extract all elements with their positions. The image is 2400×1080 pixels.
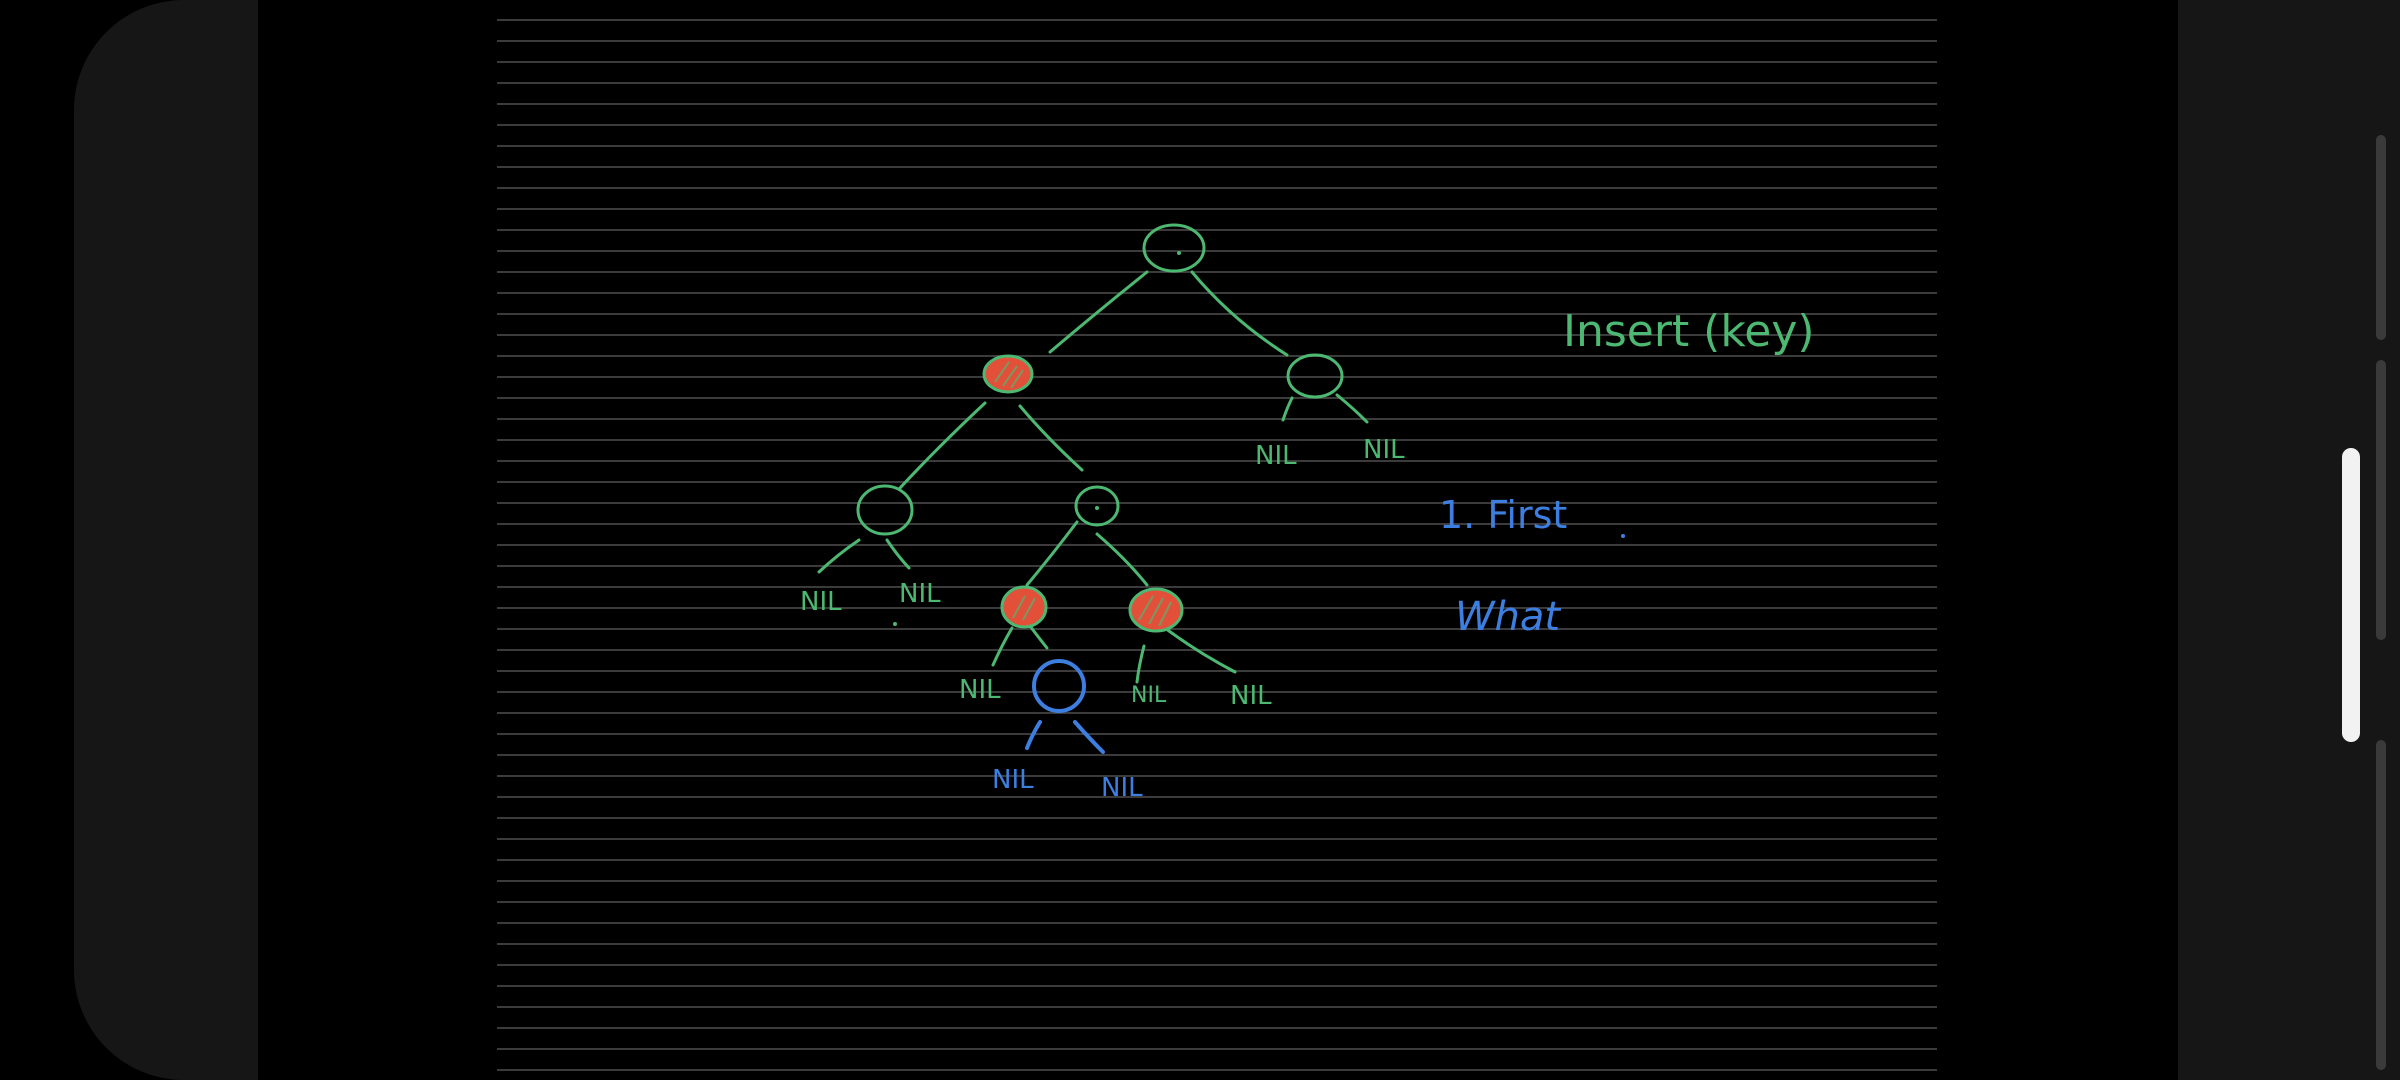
tree-edges bbox=[817, 270, 1369, 684]
nil-label: NIL bbox=[1363, 435, 1405, 465]
node-root bbox=[1142, 223, 1206, 273]
nil-label: NIL bbox=[992, 765, 1034, 795]
edge-lrl-new bbox=[1028, 624, 1049, 650]
dot-root bbox=[1177, 251, 1181, 255]
edge-new-nil2 bbox=[1073, 720, 1105, 754]
node-lrl-red bbox=[1000, 585, 1048, 629]
scroll-track-top bbox=[2376, 135, 2386, 340]
left-side-panel bbox=[74, 0, 258, 1080]
edge-lr-lrr bbox=[1095, 532, 1149, 587]
edge-lrl-nil bbox=[991, 626, 1014, 667]
nil-label: NIL bbox=[959, 675, 1001, 705]
nil-label: NIL bbox=[1230, 681, 1272, 711]
whiteboard-video[interactable]: NIL NIL NIL NIL NIL NIL NIL NIL NIL Inse… bbox=[497, 0, 1937, 1080]
edge-root-right bbox=[1190, 270, 1289, 357]
board-question: What bbox=[1455, 594, 1561, 640]
nil-label: NIL bbox=[899, 579, 941, 609]
edge-right-nil2 bbox=[1335, 393, 1369, 424]
board-title: Insert (key) bbox=[1563, 306, 1815, 357]
dot-lr bbox=[1095, 506, 1099, 510]
edge-root-left bbox=[1048, 270, 1149, 354]
edge-left-leftright bbox=[1018, 404, 1084, 472]
scrollbar-thumb[interactable] bbox=[2342, 448, 2360, 742]
tree-nodes bbox=[856, 223, 1344, 633]
scroll-track-middle bbox=[2376, 360, 2386, 640]
node-right bbox=[1286, 353, 1344, 399]
edge-right-nil1 bbox=[1281, 396, 1294, 422]
nil-labels: NIL NIL NIL NIL NIL NIL NIL NIL NIL bbox=[800, 435, 1405, 803]
nil-label: NIL bbox=[1101, 773, 1143, 803]
edge-lrr-nil2 bbox=[1163, 626, 1237, 674]
dot-after-first bbox=[1621, 534, 1625, 538]
ruled-lines bbox=[497, 19, 1937, 1071]
node-left-left bbox=[856, 484, 914, 536]
edge-left-leftleft bbox=[898, 401, 987, 490]
dot-under-nil bbox=[893, 622, 897, 626]
whiteboard-canvas: NIL NIL NIL NIL NIL NIL NIL NIL NIL Inse… bbox=[497, 19, 1937, 1071]
node-inserted bbox=[1032, 659, 1086, 713]
scroll-track-bottom bbox=[2376, 740, 2386, 1070]
nil-label: NIL bbox=[1131, 683, 1167, 708]
node-left-right bbox=[1074, 485, 1120, 527]
nil-label: NIL bbox=[800, 587, 842, 617]
edge-new-nil1 bbox=[1025, 720, 1042, 750]
inserted-subtree bbox=[1025, 659, 1105, 754]
board-step: 1. First bbox=[1439, 493, 1567, 537]
edge-ll-nil1 bbox=[817, 538, 861, 574]
node-left-red bbox=[982, 354, 1034, 394]
edge-lr-lrl bbox=[1025, 520, 1079, 587]
right-side-panel bbox=[2178, 0, 2400, 1080]
node-hatching bbox=[994, 361, 1172, 627]
edge-lrr-nil1 bbox=[1135, 644, 1146, 684]
nil-label: NIL bbox=[1255, 441, 1297, 471]
edge-ll-nil2 bbox=[885, 538, 911, 570]
